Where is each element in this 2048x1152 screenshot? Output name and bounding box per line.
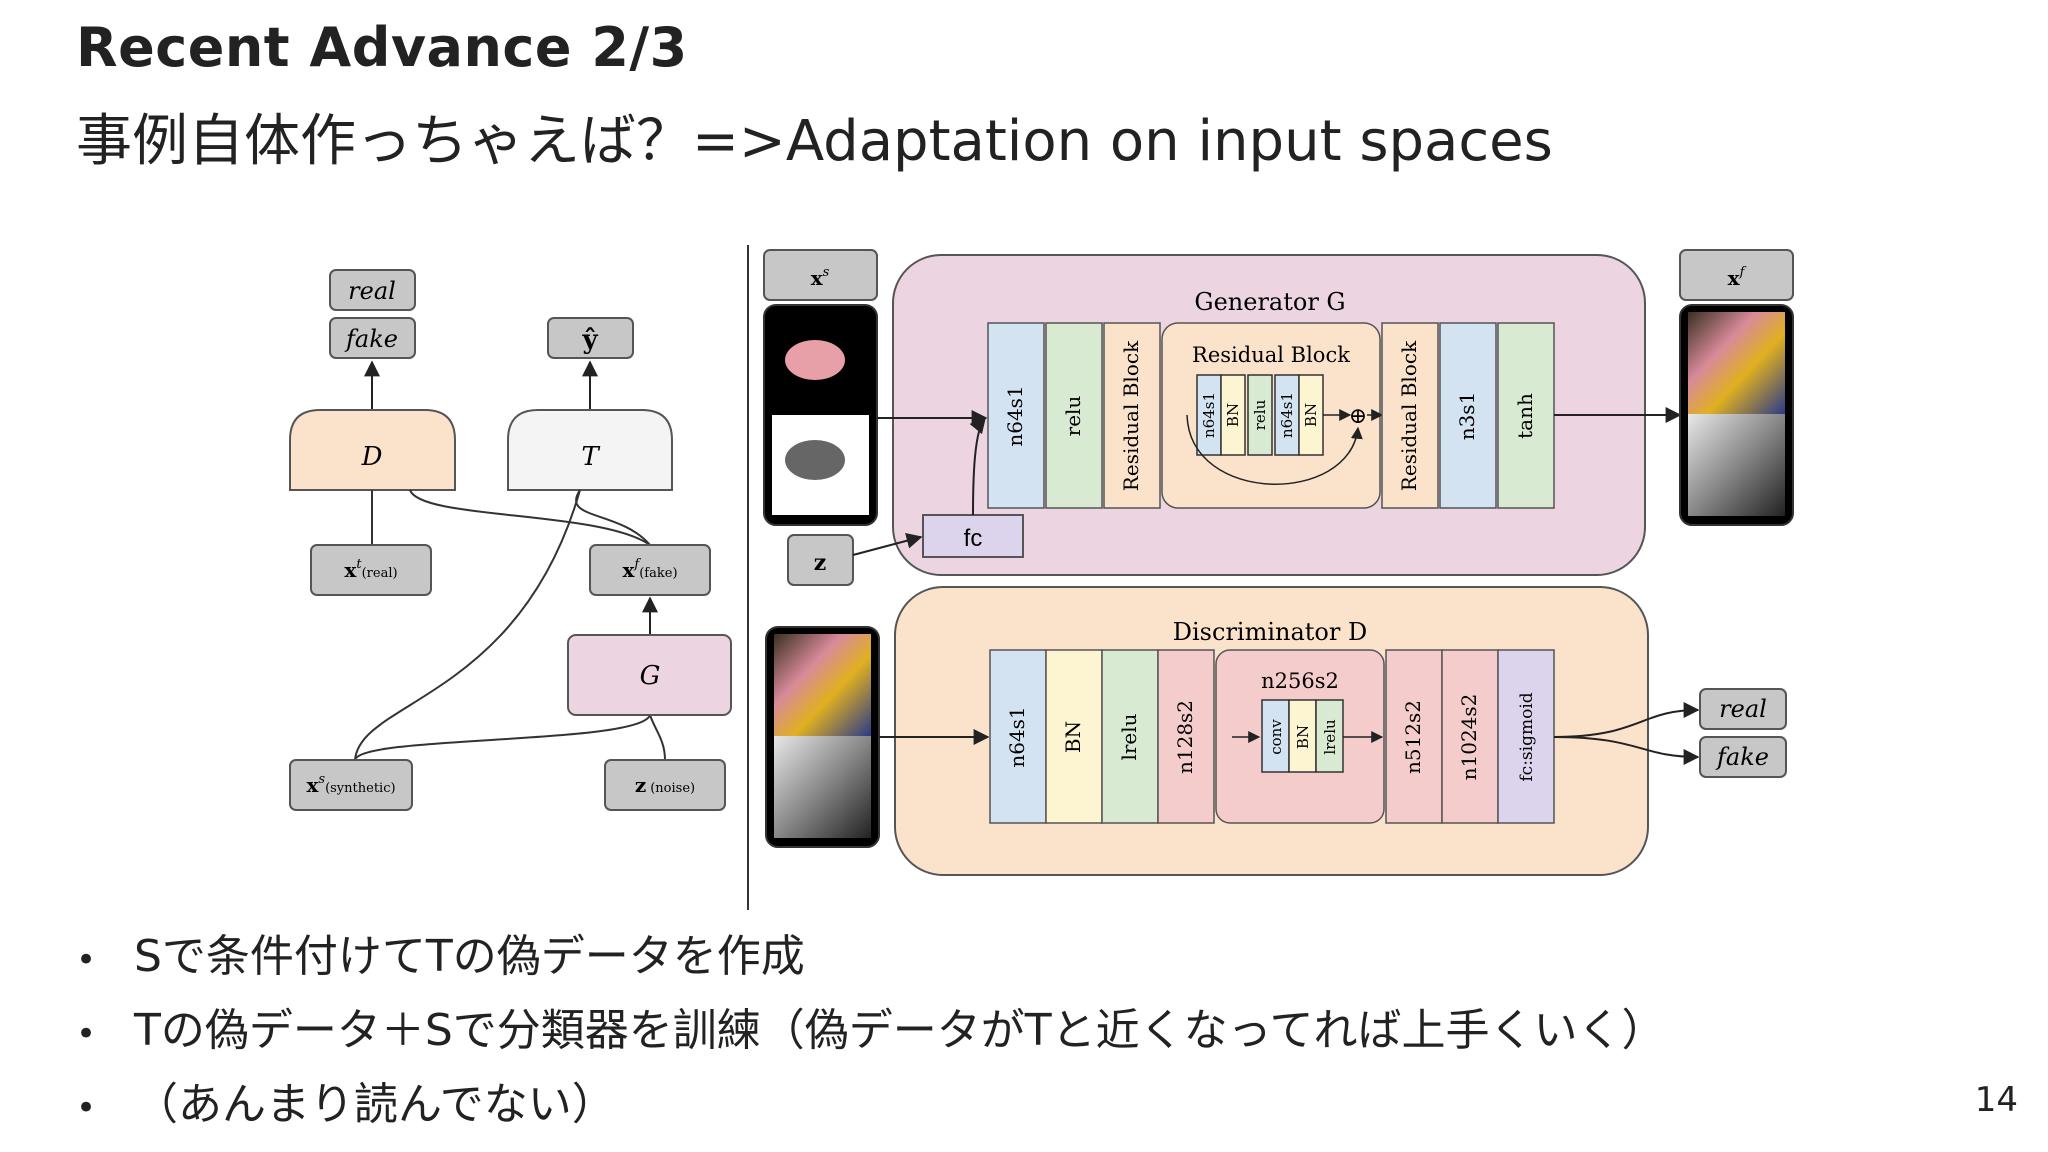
- disc-out-fake-box: fake: [1699, 736, 1787, 778]
- disc-layer-n128s2: n128s2: [1157, 649, 1215, 824]
- generator-panel: Generator G xs z fc n64s1: [763, 249, 1794, 586]
- res-layer-label: BN: [1224, 403, 1242, 427]
- gen-layer-n3s1: n3s1: [1439, 322, 1497, 509]
- disc-layer-label: lrelu: [1117, 713, 1141, 760]
- disc-group-layer-label: BN: [1294, 725, 1312, 749]
- d-label: D: [361, 442, 383, 472]
- out-yhat-box: ŷ: [547, 317, 634, 359]
- discriminator-title: Discriminator D: [1173, 618, 1367, 646]
- disc-layer-label: n1024s2: [1457, 694, 1481, 781]
- gen-layer-label: n3s1: [1455, 392, 1479, 441]
- sum-icon: ⊕: [1349, 404, 1367, 429]
- z-input-box: z: [787, 534, 854, 586]
- gen-layer-label: tanh: [1513, 393, 1537, 439]
- g-label: G: [640, 661, 661, 691]
- disc-layer-label: n128s2: [1173, 700, 1197, 774]
- disc-group-layer-label: conv: [1267, 719, 1285, 755]
- res-layer-label: relu: [1251, 399, 1269, 430]
- out-fake-label: fake: [344, 325, 398, 353]
- disc-layer-n64s1: n64s1: [989, 649, 1047, 824]
- xf-fake-label: xf(fake): [622, 557, 677, 582]
- generator-title: Generator G: [1194, 288, 1345, 316]
- bullet-item: • Tの偽データ＋Sで分類器を訓練（偽データがTと近くなってれば上手くいく）: [76, 994, 1665, 1068]
- bullet-item: • （あんまり読んでない）: [76, 1068, 1665, 1142]
- disc-group-layer-label: lrelu: [1321, 719, 1339, 755]
- gen-layer-label: Residual Block: [1397, 340, 1421, 491]
- discriminator-panel: Discriminator D n64s1 BN lrelu n128s2 n2…: [765, 586, 1787, 876]
- slide-title: Recent Advance 2/3: [76, 16, 688, 79]
- disc-layer-n512s2: n512s2: [1385, 649, 1443, 824]
- residual-block-detail: Residual Block n64s1 BN relu n64s1 BN ⊕: [1161, 322, 1384, 509]
- residual-block-title: Residual Block: [1192, 343, 1350, 367]
- gen-output-column: xf: [1679, 249, 1794, 526]
- g-module: G: [567, 634, 732, 716]
- disc-out-fake-label: fake: [1715, 743, 1769, 771]
- fc-box: fc: [922, 514, 1024, 558]
- disc-out-real-label: real: [1719, 695, 1767, 723]
- bullet-dot: •: [76, 940, 97, 980]
- out-real-label: real: [348, 277, 396, 305]
- gen-output-label: xf: [1728, 265, 1747, 290]
- gen-layer-residual-1: Residual Block: [1103, 322, 1161, 509]
- page-number: 14: [1974, 1080, 2018, 1120]
- bullet-text: Tの偽データ＋Sで分類器を訓練（偽データがTと近くなってれば上手くいく）: [134, 1005, 1666, 1056]
- t-module: T: [507, 409, 673, 491]
- xf-fake-box: xf(fake): [589, 544, 711, 596]
- synthetic-depth-image: [785, 440, 845, 480]
- gen-layer-n64s1: n64s1: [987, 322, 1045, 509]
- xs-synthetic-label: xs(synthetic): [306, 772, 395, 797]
- bullet-text: （あんまり読んでない）: [134, 1079, 616, 1130]
- disc-out-real-box: real: [1699, 688, 1787, 730]
- z-noise-label: z(noise): [635, 773, 695, 797]
- out-fake-box: fake: [329, 317, 416, 359]
- xt-real-label: xt(real): [344, 557, 397, 582]
- disc-layer-label: n512s2: [1401, 700, 1425, 774]
- bullet-dot: •: [76, 1088, 97, 1128]
- disc-layer-label: n64s1: [1005, 706, 1029, 767]
- gen-layer-label: relu: [1061, 396, 1085, 437]
- xt-real-box: xt(real): [310, 544, 432, 596]
- z-noise-box: z(noise): [604, 759, 726, 811]
- disc-layer-lrelu: lrelu: [1101, 649, 1159, 824]
- disc-group-title: n256s2: [1261, 669, 1339, 693]
- synthetic-object-image: [785, 340, 845, 380]
- gen-layer-label: Residual Block: [1119, 340, 1143, 491]
- gen-input-column: xs: [763, 249, 878, 526]
- d-module: D: [289, 409, 456, 491]
- disc-layer-fc-sigmoid: fc:sigmoid: [1497, 649, 1555, 824]
- gen-layer-residual-2: Residual Block: [1381, 322, 1439, 509]
- gen-layer-relu: relu: [1045, 322, 1103, 509]
- left-diagram: real fake ŷ D T: [289, 269, 732, 811]
- bullet-list: • Sで条件付けてTの偽データを作成 • Tの偽データ＋Sで分類器を訓練（偽データが…: [76, 920, 1665, 1142]
- gen-layer-label: n64s1: [1003, 385, 1027, 446]
- disc-layer-n1024s2: n1024s2: [1441, 649, 1499, 824]
- slide-subtitle: 事例自体作っちゃえば？=>Adaptation on input spaces: [76, 109, 1553, 174]
- gen-input-label: xs: [811, 265, 830, 290]
- disc-layer-bn: BN: [1045, 649, 1103, 824]
- bullet-item: • Sで条件付けてTの偽データを作成: [76, 920, 1665, 994]
- xs-synthetic-box: xs(synthetic): [289, 759, 413, 811]
- out-real-box: real: [329, 269, 416, 311]
- res-layer-label: n64s1: [1200, 392, 1218, 438]
- bullet-dot: •: [76, 1014, 97, 1054]
- disc-layer-label: fc:sigmoid: [1517, 692, 1537, 781]
- out-yhat-label: ŷ: [581, 325, 598, 355]
- t-label: T: [581, 442, 600, 472]
- res-layer-label: n64s1: [1278, 392, 1296, 438]
- bullet-text: Sで条件付けてTの偽データを作成: [134, 931, 805, 982]
- fc-label: fc: [964, 525, 983, 552]
- disc-input-image: [765, 626, 880, 848]
- res-layer-label: BN: [1302, 403, 1320, 427]
- gen-layer-tanh: tanh: [1497, 322, 1555, 509]
- disc-group-n256s2: n256s2 conv BN lrelu: [1215, 649, 1385, 824]
- disc-layer-label: BN: [1061, 721, 1085, 753]
- z-input-label: z: [814, 550, 827, 576]
